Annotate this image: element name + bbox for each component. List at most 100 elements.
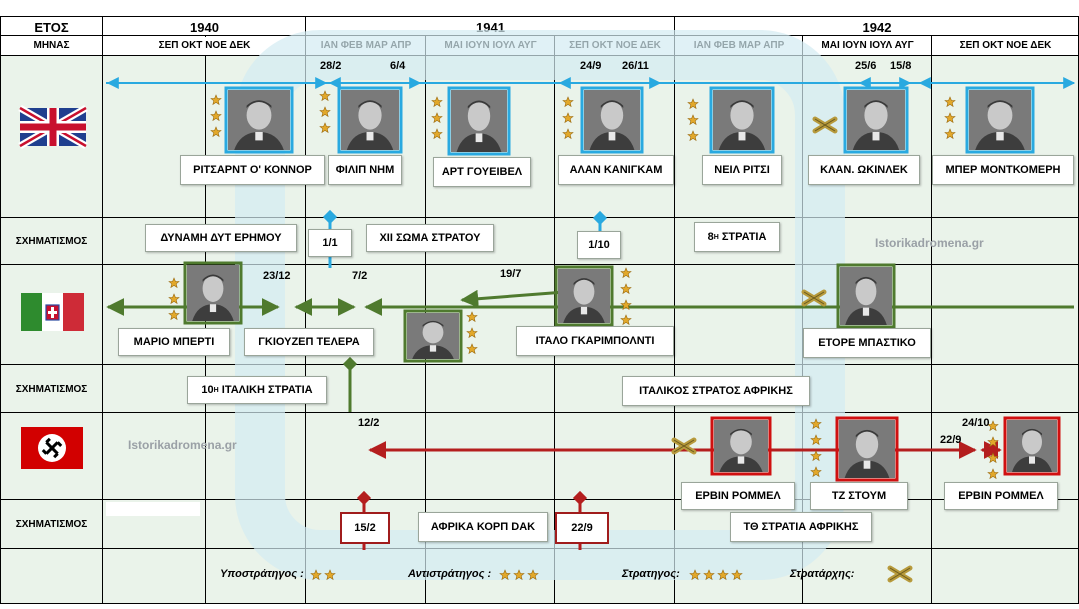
date-label: 15/8 xyxy=(890,60,912,72)
date-label: 24/10 xyxy=(962,417,990,429)
months-1942-q3: ΣΕΠ ΟΚΤ ΝΟΕ ΔΕΚ xyxy=(959,40,1052,51)
commander-name-rommel-1: ΕΡΒΙΝ ΡΟΜΜΕΛ xyxy=(681,482,795,510)
blank-box xyxy=(106,502,200,516)
formation-xii-corps: XII ΣΩΜΑ ΣΤΡΑΤΟΥ xyxy=(366,224,494,252)
year-header-cell xyxy=(676,17,1078,35)
legend-baton-icon xyxy=(890,568,910,580)
grid-cell xyxy=(426,413,555,500)
formation-afrika-korps: ΑΦΡΙΚΑ ΚΟΡΠ DAK xyxy=(418,512,548,542)
portrait-neame xyxy=(337,86,403,154)
grid-cell xyxy=(932,549,1079,604)
date-label: 26/11 xyxy=(622,60,649,72)
year-1940: 1940 xyxy=(190,20,219,35)
grid-cell xyxy=(555,413,675,500)
british-timeline xyxy=(106,77,1076,268)
legend-major-general: Υποστράτηγος : xyxy=(220,568,304,580)
rank-stars-tellera xyxy=(466,311,478,354)
grid-cell xyxy=(932,218,1079,265)
date-label: 12/2 xyxy=(358,417,380,429)
portrait-rommel-1 xyxy=(710,416,772,476)
german-flag-icon xyxy=(21,427,83,469)
grid-cell xyxy=(0,500,103,549)
commander-name-wavell: ΑΡΤ ΓΟΥΕΙΒΕΛ xyxy=(433,157,531,187)
rank-stars-montgomery xyxy=(944,96,956,139)
rank-stars-wavell xyxy=(431,96,443,139)
portrait-stumme xyxy=(835,416,899,482)
formation-label-italian: ΣΧΗΜΑΤΙΣΜΟΣ xyxy=(15,383,88,395)
year-label: ΕΤΟΣ xyxy=(34,20,69,35)
date-label: 25/6 xyxy=(855,60,877,72)
commander-name-auchinleck: ΚΛΑΝ. ΩΚΙΝΛΕΚ xyxy=(808,155,920,185)
portrait-rommel-2 xyxy=(1003,416,1061,476)
date-label: 6/4 xyxy=(390,60,406,72)
portrait-montgomery xyxy=(965,86,1035,154)
date-label: 19/7 xyxy=(500,268,522,280)
rank-stars-gariboldi xyxy=(620,267,632,325)
formation-panzer-army-africa: ΤΘ ΣΤΡΑΤΙΑ ΑΦΡΙΚΗΣ xyxy=(730,512,872,542)
commander-name-gariboldi: ΙΤΑΛΟ ΓΚΑΡΙΜΠΟΛΝΤΙ xyxy=(516,326,674,356)
year-1942: 1942 xyxy=(862,20,892,35)
portrait-oconnor xyxy=(224,86,294,154)
legend-field-marshal: Στρατάρχης: xyxy=(790,568,855,580)
portrait-wavell xyxy=(447,86,511,156)
formation-italian-army-africa: ΙΤΑΛΙΚΟΣ ΣΤΡΑΤΟΣ ΑΦΡΙΚΗΣ xyxy=(622,376,810,406)
portrait-gariboldi xyxy=(554,265,614,327)
grid-cell xyxy=(103,549,206,604)
grid-cell xyxy=(0,36,103,56)
date-label: 23/12 xyxy=(263,270,291,282)
commander-name-oconnor: ΡΙΤΣΑΡΝΤ Ο' ΚΟΝΝΟΡ xyxy=(180,155,325,185)
formation-date-1-1: 1/1 xyxy=(308,229,352,257)
portrait-berti xyxy=(183,261,243,325)
rank-stars-berti xyxy=(168,277,180,320)
portrait-bastico xyxy=(836,263,896,329)
grid-cell xyxy=(675,265,803,365)
portrait-auchinleck xyxy=(843,86,909,154)
grid-cell xyxy=(932,265,1079,365)
formation-label-german: ΣΧΗΜΑΤΙΣΜΟΣ xyxy=(15,519,88,530)
italy-flag-icon xyxy=(21,293,84,331)
watermark-text: Istorikadromena.gr xyxy=(128,438,237,452)
formation-date-1-10: 1/10 xyxy=(577,231,621,259)
months-1942-q2: ΜΑΙ ΙΟΥΝ ΙΟΥΛ ΑΥΓ xyxy=(821,40,914,51)
formation-western-desert-force: ΔΥΝΑΜΗ ΔΥΤ ΕΡΗΜΟΥ xyxy=(145,224,297,252)
commander-name-cunningham: ΑΛΑΝ ΚΑΝΙΓΚΑΜ xyxy=(558,155,674,185)
month-label: ΜΗΝΑΣ xyxy=(33,40,70,51)
rank-stars-cunningham xyxy=(562,96,574,139)
grid-cell xyxy=(803,36,932,56)
portrait-tellera xyxy=(403,309,463,363)
date-label: 22/9 xyxy=(940,434,962,446)
grid-cell xyxy=(0,16,103,36)
legend-lieutenant-general: Αντιστράτηγος : xyxy=(408,568,492,580)
rank-stars-oconnor xyxy=(210,94,222,137)
commander-name-tellera: ΓΚΙΟΥΖΕΠ ΤΕΛΕΡΑ xyxy=(244,328,374,356)
grid-cell xyxy=(803,549,932,604)
grid-cell xyxy=(0,549,103,604)
commander-name-rommel-2: ΕΡΒΙΝ ΡΟΜΜΕΛ xyxy=(944,482,1058,510)
grid-cell xyxy=(103,413,206,500)
date-label: 28/2 xyxy=(320,60,342,72)
legend-general: Στρατηγος: xyxy=(622,568,680,580)
months-1940-q4: ΣΕΠ ΟΚΤ ΝΟΕ ΔΕΚ xyxy=(158,40,251,51)
commander-name-berti: ΜΑΡΙΟ ΜΠΕΡΤΙ xyxy=(118,328,230,356)
year-header-cell xyxy=(104,17,305,35)
date-label: 24/9 xyxy=(580,60,602,72)
formation-label-british: ΣΧΗΜΑΤΙΣΜΟΣ xyxy=(15,236,88,247)
uk-flag-icon xyxy=(18,104,88,150)
formation-date-22-9: 22/9 xyxy=(555,512,609,544)
commander-name-stumme: ΤΖ ΣΤΟΥΜ xyxy=(810,482,908,510)
formation-date-15-2: 15/2 xyxy=(340,512,390,544)
date-label: 7/2 xyxy=(352,270,368,282)
watermark-text: Istorikadromena.gr xyxy=(875,236,984,250)
month-header-cell xyxy=(104,37,305,55)
portrait-cunningham xyxy=(580,86,644,154)
commander-name-neame: ΦΙΛΙΠ ΝΗΜ xyxy=(328,155,402,185)
rank-stars-ritchie xyxy=(687,98,699,141)
commander-name-ritchie: ΝΕΙΛ ΡΙΤΣΙ xyxy=(702,155,782,185)
grid-cell xyxy=(306,413,426,500)
grid-cell xyxy=(932,365,1079,413)
grid-cell xyxy=(0,218,103,265)
